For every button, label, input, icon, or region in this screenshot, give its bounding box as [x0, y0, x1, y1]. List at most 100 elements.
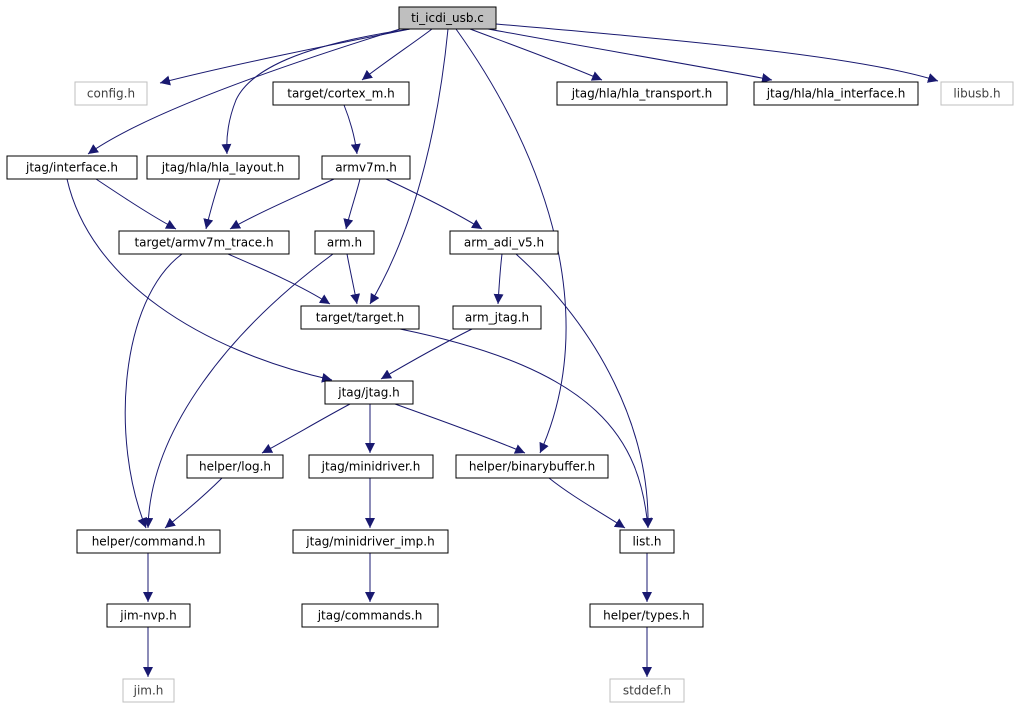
node-box — [74, 81, 148, 106]
node-box — [452, 305, 542, 330]
edges-layer — [66, 23, 939, 677]
node-label: armv7m.h — [335, 161, 397, 175]
node-box — [308, 454, 434, 479]
node-box — [122, 678, 175, 703]
edge-ti_icdi_usb-to-cortex_m — [361, 28, 433, 81]
edge-arm_adi_v5-to-list — [515, 253, 654, 529]
node-box — [76, 529, 221, 554]
edge-arm-to-target — [346, 253, 361, 305]
node-box — [314, 230, 375, 255]
node-commands[interactable]: jtag/commands.h — [301, 603, 439, 628]
node-box — [619, 529, 675, 554]
node-box — [300, 305, 420, 330]
edge-arm-to-command — [143, 253, 334, 529]
node-label: target/target.h — [316, 311, 404, 325]
edge-ti_icdi_usb-to-hla_layout — [221, 28, 411, 155]
node-box — [301, 603, 439, 628]
node-command[interactable]: helper/command.h — [76, 529, 221, 554]
node-stddef: stddef.h — [609, 678, 685, 703]
node-box — [455, 454, 609, 479]
node-label: target/armv7m_trace.h — [134, 236, 273, 250]
node-arm[interactable]: arm.h — [314, 230, 375, 255]
node-label: jtag/minidriver.h — [321, 460, 421, 474]
node-box — [292, 529, 449, 554]
node-jtag_interface[interactable]: jtag/interface.h — [6, 155, 138, 180]
node-minidriver[interactable]: jtag/minidriver.h — [308, 454, 434, 479]
node-label: jtag/hla/hla_transport.h — [571, 87, 713, 101]
node-label: helper/command.h — [92, 535, 206, 549]
node-label: jtag/commands.h — [317, 609, 423, 623]
node-minidriver_imp[interactable]: jtag/minidriver_imp.h — [292, 529, 449, 554]
node-jim_nvp[interactable]: jim-nvp.h — [106, 603, 191, 628]
node-label: config.h — [87, 87, 135, 101]
node-label: arm.h — [327, 236, 362, 250]
node-arm_jtag[interactable]: arm_jtag.h — [452, 305, 542, 330]
node-jtag[interactable]: jtag/jtag.h — [324, 380, 414, 405]
node-box — [589, 603, 704, 628]
edge-armv7m-to-arm_adi_v5 — [385, 178, 483, 230]
node-target[interactable]: target/target.h — [300, 305, 420, 330]
node-hla_transport[interactable]: jtag/hla/hla_transport.h — [556, 81, 728, 106]
node-label: helper/types.h — [603, 609, 690, 623]
edge-armv7m_trace-to-command — [124, 253, 183, 529]
node-binarybuffer[interactable]: helper/binarybuffer.h — [455, 454, 609, 479]
node-armv7m_trace[interactable]: target/armv7m_trace.h — [118, 230, 290, 255]
node-box — [106, 603, 191, 628]
node-label: jtag/hla/hla_interface.h — [766, 87, 906, 101]
node-label: jtag/interface.h — [25, 161, 118, 175]
node-libusb: libusb.h — [940, 81, 1014, 106]
edge-arm_jtag-to-jtag — [380, 328, 473, 380]
node-box — [321, 155, 411, 180]
node-label: libusb.h — [953, 87, 1000, 101]
edge-binarybuffer-to-list — [548, 477, 626, 529]
edge-ti_icdi_usb-to-jtag_interface — [87, 28, 401, 155]
node-label: arm_jtag.h — [465, 311, 529, 325]
node-box — [449, 230, 559, 255]
node-box — [398, 6, 497, 30]
edge-ti_icdi_usb-to-target — [369, 28, 449, 305]
node-label: jim-nvp.h — [119, 609, 176, 623]
node-list[interactable]: list.h — [619, 529, 675, 554]
node-arm_adi_v5[interactable]: arm_adi_v5.h — [449, 230, 559, 255]
edge-jtag_interface-to-jtag — [66, 178, 333, 383]
node-box — [146, 155, 300, 180]
node-label: helper/log.h — [199, 460, 271, 474]
edge-hla_layout-to-armv7m_trace — [203, 178, 221, 230]
edge-target-to-list — [399, 328, 653, 529]
node-box — [609, 678, 685, 703]
node-box — [186, 454, 284, 479]
edge-ti_icdi_usb-to-hla_interface — [487, 28, 773, 83]
edge-armv7m-to-armv7m_trace — [229, 178, 335, 230]
node-cortex_m[interactable]: target/cortex_m.h — [272, 81, 410, 106]
edge-jtag-to-binarybuffer — [394, 403, 526, 454]
edge-cortex_m-to-armv7m — [343, 104, 361, 155]
node-box — [118, 230, 290, 255]
node-box — [753, 81, 919, 106]
node-label: arm_adi_v5.h — [464, 236, 544, 250]
edge-jtag-to-log — [261, 403, 351, 454]
node-label: jtag/jtag.h — [337, 386, 399, 400]
node-log[interactable]: helper/log.h — [186, 454, 284, 479]
node-label: list.h — [632, 535, 661, 549]
edge-jtag_interface-to-armv7m_trace — [95, 178, 177, 230]
node-config: config.h — [74, 81, 148, 106]
node-box — [556, 81, 728, 106]
edge-ti_icdi_usb-to-hla_transport — [469, 28, 603, 81]
edge-armv7m_trace-to-target — [227, 253, 331, 305]
node-label: jtag/minidriver_imp.h — [305, 535, 434, 549]
edge-armv7m-to-arm — [343, 178, 361, 230]
edge-log-to-command — [164, 477, 223, 529]
node-label: jtag/hla/hla_layout.h — [161, 161, 285, 175]
node-hla_layout[interactable]: jtag/hla/hla_layout.h — [146, 155, 300, 180]
node-types[interactable]: helper/types.h — [589, 603, 704, 628]
node-hla_interface[interactable]: jtag/hla/hla_interface.h — [753, 81, 919, 106]
node-label: helper/binarybuffer.h — [469, 460, 595, 474]
edge-arm_adi_v5-to-arm_jtag — [493, 253, 504, 305]
node-label: target/cortex_m.h — [287, 87, 395, 101]
node-box — [272, 81, 410, 106]
node-box — [6, 155, 138, 180]
node-armv7m[interactable]: armv7m.h — [321, 155, 411, 180]
node-ti_icdi_usb[interactable]: ti_icdi_usb.c — [398, 6, 497, 30]
